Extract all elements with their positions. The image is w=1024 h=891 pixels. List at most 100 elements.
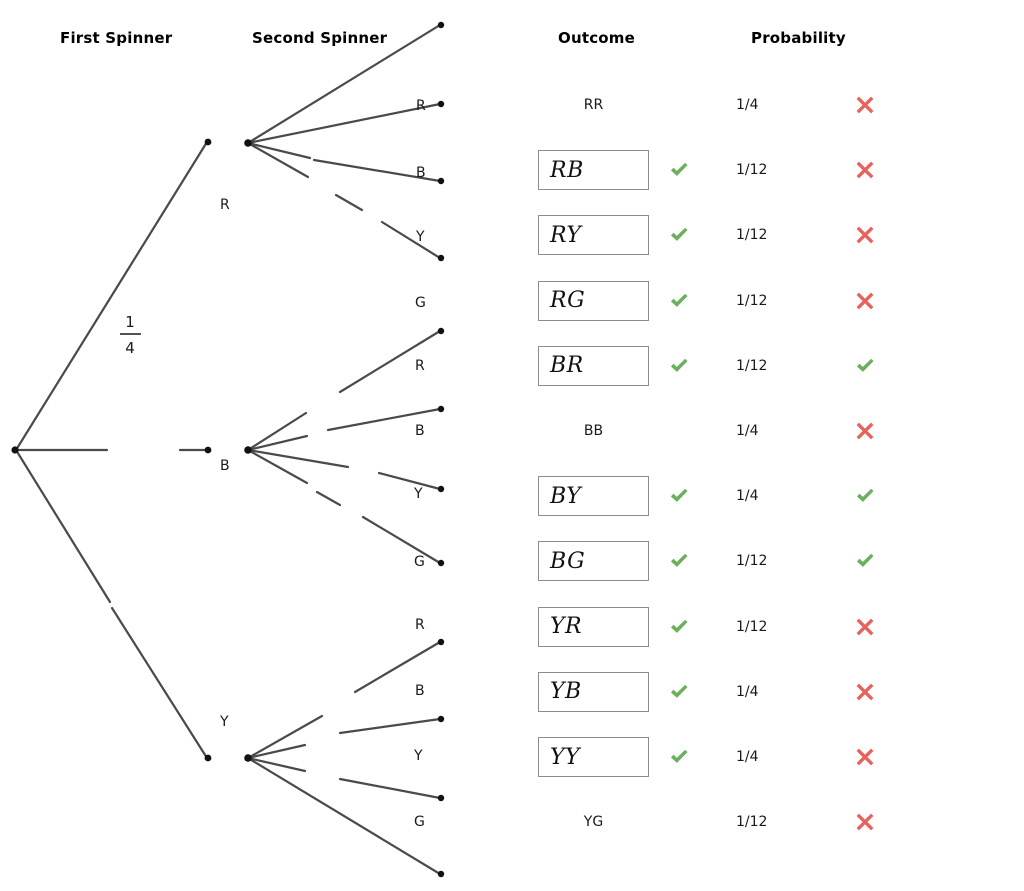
label-second-R-Y: Y <box>415 229 425 245</box>
label-second-B-R: R <box>415 358 425 374</box>
check-icon <box>662 470 696 522</box>
cross-icon <box>848 144 882 196</box>
node-first-B <box>204 446 212 454</box>
header-first-spinner: First Spinner <box>60 29 173 47</box>
check-icon <box>848 340 882 392</box>
branch-root-to-Y-segment-b <box>110 606 209 760</box>
outcome-cell: BY <box>538 470 675 522</box>
label-second-B-B: B <box>415 423 425 439</box>
outcome-input-box[interactable]: RB <box>538 150 649 191</box>
branch-R-to-G-segment-a <box>246 141 310 179</box>
label-second-R-G: G <box>415 295 426 311</box>
leaf-dot-BR <box>437 327 445 335</box>
probability-tree-diagram: R B Y R B Y G R B Y G R B Y G 1 4 <box>11 21 445 878</box>
label-second-Y-B: B <box>415 683 425 699</box>
probability-value: 1/4 <box>736 683 759 700</box>
branch-B-to-G-segment-a <box>246 448 309 485</box>
label-second-R-B: B <box>416 165 426 181</box>
branch-B-to-R-segment-a <box>246 411 308 452</box>
leaf-dot-YB <box>437 715 445 723</box>
table-row: BB 1/4 <box>512 405 1024 457</box>
branch-root-to-R <box>14 140 209 452</box>
cross-icon <box>848 796 882 848</box>
branch-Y-to-R-segment-b <box>353 640 442 694</box>
probability-value: 1/12 <box>736 618 768 635</box>
leaf-dot-BG <box>437 559 445 567</box>
outcome-input-box[interactable]: BG <box>538 541 649 582</box>
branch-R-to-Y-segment-b <box>312 158 442 183</box>
branch-R-to-G-segment-b <box>334 193 364 212</box>
branch-B-to-B-segment-b <box>326 407 442 432</box>
node-second-B <box>244 446 252 454</box>
leaf-dot-YY <box>437 794 445 802</box>
outcome-cell: BG <box>538 535 675 587</box>
outcome-input-box[interactable]: YY <box>538 737 649 777</box>
check-icon <box>662 731 696 783</box>
outcome-cell: YY <box>538 731 675 783</box>
label-first-Y: Y <box>219 714 229 730</box>
outcome-cell: YR <box>538 601 675 653</box>
branch-R-to-Y-segment-a <box>246 141 312 160</box>
table-row: RB 1/12 <box>512 144 1024 196</box>
branch-B-to-Y-segment-a <box>246 448 350 469</box>
cross-icon <box>848 79 882 131</box>
outcome-cell: RY <box>538 209 675 261</box>
table-row: RG 1/12 <box>512 275 1024 327</box>
label-second-Y-G: G <box>414 814 425 830</box>
label-first-R: R <box>220 197 230 213</box>
leaf-dot-BB <box>437 405 445 413</box>
probability-value: 1/12 <box>736 292 768 309</box>
outcome-input-box[interactable]: BY <box>538 476 649 517</box>
leaf-dot-YG <box>437 870 445 878</box>
check-icon <box>662 535 696 587</box>
branch-R-to-B <box>246 102 442 145</box>
cross-icon <box>848 666 882 718</box>
table-row: YR 1/12 <box>512 601 1024 653</box>
outcome-input-box[interactable]: YR <box>538 606 649 647</box>
check-icon <box>662 275 696 327</box>
outcome-input-box[interactable]: YB <box>538 671 649 712</box>
outcome-cell: RB <box>538 144 675 196</box>
table-row: RY 1/12 <box>512 209 1024 261</box>
label-second-B-G: G <box>414 554 425 570</box>
check-icon <box>662 666 696 718</box>
label-second-B-Y: Y <box>413 486 423 502</box>
probability-value: 1/4 <box>736 488 759 505</box>
branch-Y-to-G <box>246 756 442 876</box>
outcome-static-text: BB <box>583 423 604 439</box>
probability-value: 1/12 <box>736 227 768 244</box>
outcome-cell: BB <box>538 405 675 457</box>
check-icon <box>662 209 696 261</box>
label-second-R-R: R <box>416 98 426 114</box>
probability-value: 1/12 <box>736 162 768 179</box>
leaf-dot-BY <box>437 485 445 493</box>
outcome-mark-empty <box>662 79 696 131</box>
leaf-dot-RY <box>437 177 445 185</box>
header-outcome: Outcome <box>558 29 636 47</box>
probability-value: 1/4 <box>736 423 759 439</box>
table-row: YB 1/4 <box>512 666 1024 718</box>
check-icon <box>662 144 696 196</box>
outcome-input-box[interactable]: RG <box>538 280 649 321</box>
outcome-cell: YG <box>538 796 675 848</box>
outcome-cell: YB <box>538 666 675 718</box>
branch-Y-to-R-segment-a <box>246 714 324 760</box>
leaf-dot-RG <box>437 254 445 262</box>
header-probability: Probability <box>751 29 846 47</box>
check-icon <box>848 535 882 587</box>
fraction-denominator: 4 <box>125 339 135 357</box>
outcome-input-box[interactable]: RY <box>538 215 649 256</box>
branch-Y-to-B-segment-b <box>338 717 442 735</box>
label-second-Y-Y: Y <box>413 748 423 764</box>
outcome-input-box[interactable]: BR <box>538 345 649 386</box>
branch-Y-to-Y-segment-b <box>338 777 442 800</box>
outcome-mark-empty <box>662 796 696 848</box>
check-icon <box>662 601 696 653</box>
node-root <box>11 446 19 454</box>
outcome-static-text: YG <box>583 814 604 831</box>
cross-icon <box>848 405 882 457</box>
